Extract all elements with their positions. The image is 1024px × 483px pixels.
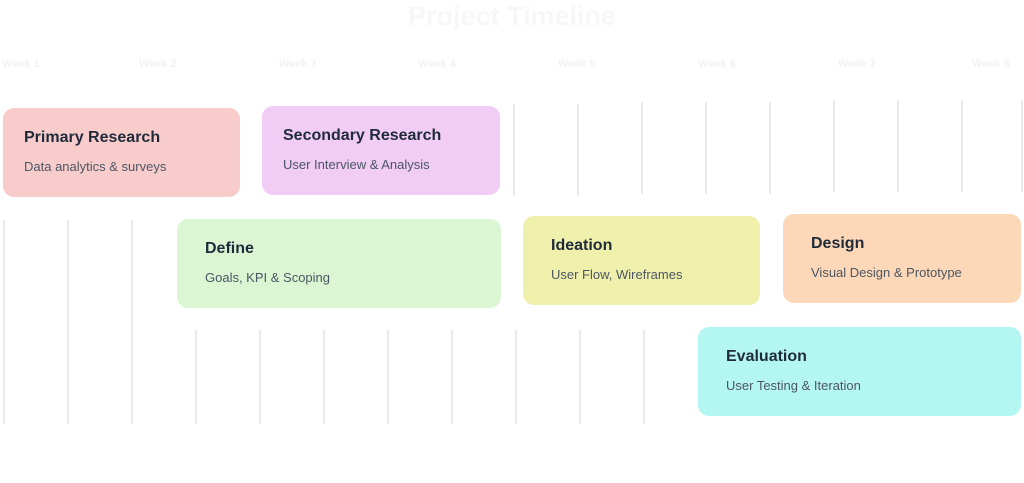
phase-title: Ideation <box>551 237 613 254</box>
week-label-2: Week 2 <box>139 58 177 70</box>
week-label-7: Week 7 <box>838 58 876 70</box>
phase-card-primary-research: Primary Research Data analytics & survey… <box>3 108 240 197</box>
phase-title: Define <box>205 240 254 257</box>
phase-subtitle: Goals, KPI & Scoping <box>205 270 331 285</box>
phase-subtitle: Visual Design & Prototype <box>811 265 962 280</box>
phase-subtitle: User Interview & Analysis <box>283 157 430 172</box>
phase-title: Design <box>811 235 865 252</box>
week-label-6: Week 6 <box>698 58 736 70</box>
phase-card-secondary-research: Secondary Research User Interview & Anal… <box>262 106 500 195</box>
phase-card-ideation: Ideation User Flow, Wireframes <box>523 216 760 305</box>
page-title: Project Timeline <box>407 1 617 31</box>
week-label-5: Week 5 <box>558 58 596 70</box>
phase-title: Evaluation <box>726 348 807 365</box>
phase-subtitle: User Testing & Iteration <box>726 378 861 393</box>
week-label-8: Week 8 <box>972 58 1010 70</box>
phase-card-design: Design Visual Design & Prototype <box>783 214 1021 303</box>
week-label-3: Week 3 <box>279 58 317 70</box>
phase-title: Primary Research <box>24 129 161 146</box>
phase-card-evaluation: Evaluation User Testing & Iteration <box>698 327 1021 416</box>
week-label-1: Week 1 <box>2 58 40 70</box>
week-label-4: Week 4 <box>418 58 456 70</box>
phase-title: Secondary Research <box>283 127 442 144</box>
phase-subtitle: User Flow, Wireframes <box>551 267 683 282</box>
phase-subtitle: Data analytics & surveys <box>24 159 167 174</box>
phase-card-define: Define Goals, KPI & Scoping <box>177 219 501 308</box>
